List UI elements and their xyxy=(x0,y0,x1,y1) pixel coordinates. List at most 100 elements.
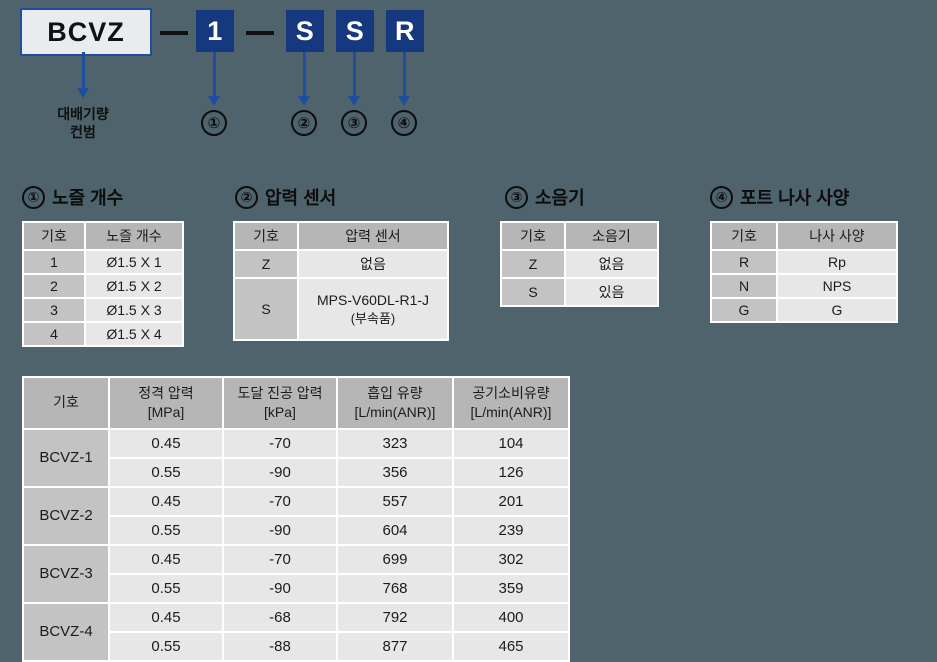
table-performance-specs: 기호 정격 압력 [MPa] 도달 진공 압력 [kPa] 흡입 유량 [L/m… xyxy=(22,376,570,662)
table-row: R Rp xyxy=(712,251,896,273)
table-row: S MPS-V60DL-R1-J (부속품) xyxy=(235,279,447,339)
connector-line-series xyxy=(82,52,85,90)
cell-value: 323 xyxy=(338,429,452,457)
col-header: 나사 사양 xyxy=(778,223,896,249)
series-caption: 대배기량 컨범 xyxy=(23,106,143,141)
section-heading-silencer: ③ 소음기 xyxy=(505,184,585,210)
section-heading-port-thread: ④ 포트 나사 사양 xyxy=(710,184,849,210)
col-header: 압력 센서 xyxy=(299,223,447,249)
connector-arrow-1 xyxy=(208,96,220,106)
cell-value: -90 xyxy=(224,458,336,486)
table-row: 3 Ø1.5 X 3 xyxy=(24,299,182,321)
col-header-line2: [kPa] xyxy=(264,403,296,420)
code-box-4: R xyxy=(386,10,424,52)
cell-value: -70 xyxy=(224,429,336,457)
code-box-1: 1 xyxy=(196,10,234,52)
table-row: BCVZ-1 0.45 -70 323 104 xyxy=(24,429,568,486)
col-header-line2: [L/min(ANR)] xyxy=(354,403,436,420)
cell-value: 없음 xyxy=(566,251,657,277)
cell-model: BCVZ-4 xyxy=(24,603,108,660)
table-row: Z 없음 xyxy=(235,251,447,277)
cell-value: 877 xyxy=(338,632,452,660)
cell-value: 126 xyxy=(454,458,568,486)
cell-key: Z xyxy=(502,251,564,277)
col-header-line1: 정격 압력 xyxy=(138,385,194,401)
cell-model: BCVZ-1 xyxy=(24,429,108,486)
code-box-3: S xyxy=(336,10,374,52)
section-marker-3-icon: ③ xyxy=(505,185,528,209)
cell-value: -68 xyxy=(224,603,336,631)
connector-arrow-2 xyxy=(298,96,310,106)
col-header-line1: 흡입 유량 xyxy=(367,385,423,401)
table-header-row: 기호 압력 센서 xyxy=(235,223,447,249)
cell-value: 없음 xyxy=(299,251,447,277)
cell-value: 400 xyxy=(454,603,568,631)
marker-circle-4: ④ xyxy=(391,110,417,136)
col-header-suction-flow: 흡입 유량 [L/min(ANR)] xyxy=(338,378,452,428)
cell-value: 0.45 xyxy=(110,603,222,631)
col-header-vacuum-pressure: 도달 진공 압력 [kPa] xyxy=(224,378,336,428)
cell-value: MPS-V60DL-R1-J xyxy=(316,291,430,308)
cell-value: -70 xyxy=(224,487,336,515)
cell-key: 4 xyxy=(24,323,84,345)
col-header-line1: 공기소비유량 xyxy=(472,385,550,401)
cell-key: G xyxy=(712,299,776,321)
series-caption-line1: 대배기량 xyxy=(57,106,109,122)
table-row: 0.55 -90 356 126 xyxy=(24,458,568,486)
table-row: S 있음 xyxy=(502,279,657,305)
cell-value: 557 xyxy=(338,487,452,515)
cell-value: NPS xyxy=(778,275,896,297)
col-header-line2: [L/min(ANR)] xyxy=(470,403,552,420)
cell-value: 359 xyxy=(454,574,568,602)
cell-value-multiline: MPS-V60DL-R1-J (부속품) xyxy=(299,279,447,339)
cell-value: 604 xyxy=(338,516,452,544)
code-separator-1 xyxy=(160,31,188,35)
cell-value: G xyxy=(778,299,896,321)
col-header-air-consumption: 공기소비유량 [L/min(ANR)] xyxy=(454,378,568,428)
col-header-line2: [MPa] xyxy=(147,403,185,420)
cell-key: S xyxy=(235,279,297,339)
table-port-thread: 기호 나사 사양 R Rp N NPS G G xyxy=(710,221,898,323)
cell-key: S xyxy=(502,279,564,305)
section-title-2: 압력 센서 xyxy=(265,188,337,208)
section-heading-nozzle-count: ① 노즐 개수 xyxy=(22,184,123,210)
table-row: BCVZ-3 0.45 -70 699 302 xyxy=(24,545,568,602)
code-separator-2 xyxy=(246,31,274,35)
table-row: 1 Ø1.5 X 1 xyxy=(24,251,182,273)
cell-value: 0.55 xyxy=(110,516,222,544)
section-title-4: 포트 나사 사양 xyxy=(740,188,850,208)
cell-value: Ø1.5 X 1 xyxy=(86,251,182,273)
cell-model: BCVZ-3 xyxy=(24,545,108,602)
table-row: 2 Ø1.5 X 2 xyxy=(24,275,182,297)
marker-circle-2: ② xyxy=(291,110,317,136)
table-header-row: 기호 나사 사양 xyxy=(712,223,896,249)
cell-value: 0.55 xyxy=(110,458,222,486)
cell-value: 792 xyxy=(338,603,452,631)
model-code-row: BCVZ 1 S S R xyxy=(0,0,937,60)
section-marker-2-icon: ② xyxy=(235,185,258,209)
cell-value: 768 xyxy=(338,574,452,602)
cell-value: -90 xyxy=(224,574,336,602)
col-header-rated-pressure: 정격 압력 [MPa] xyxy=(110,378,222,428)
cell-value: 0.45 xyxy=(110,487,222,515)
cell-value: 465 xyxy=(454,632,568,660)
table-row: 4 Ø1.5 X 4 xyxy=(24,323,182,345)
cell-key: R xyxy=(712,251,776,273)
col-header: 기호 xyxy=(235,223,297,249)
connector-line-3 xyxy=(353,52,356,98)
col-header: 기호 xyxy=(502,223,564,249)
cell-value: 104 xyxy=(454,429,568,457)
cell-value: -90 xyxy=(224,516,336,544)
section-marker-4-icon: ④ xyxy=(710,185,733,209)
col-header: 노즐 개수 xyxy=(86,223,182,249)
connector-arrow-4 xyxy=(398,96,410,106)
cell-value: 356 xyxy=(338,458,452,486)
col-header: 소음기 xyxy=(566,223,657,249)
cell-key: 2 xyxy=(24,275,84,297)
cell-value: -70 xyxy=(224,545,336,573)
table-header-row: 기호 정격 압력 [MPa] 도달 진공 압력 [kPa] 흡입 유량 [L/m… xyxy=(24,378,568,428)
table-row: 0.55 -90 604 239 xyxy=(24,516,568,544)
table-pressure-sensor: 기호 압력 센서 Z 없음 S MPS-V60DL-R1-J (부속품) xyxy=(233,221,449,341)
cell-value: 0.45 xyxy=(110,429,222,457)
cell-value: Ø1.5 X 3 xyxy=(86,299,182,321)
